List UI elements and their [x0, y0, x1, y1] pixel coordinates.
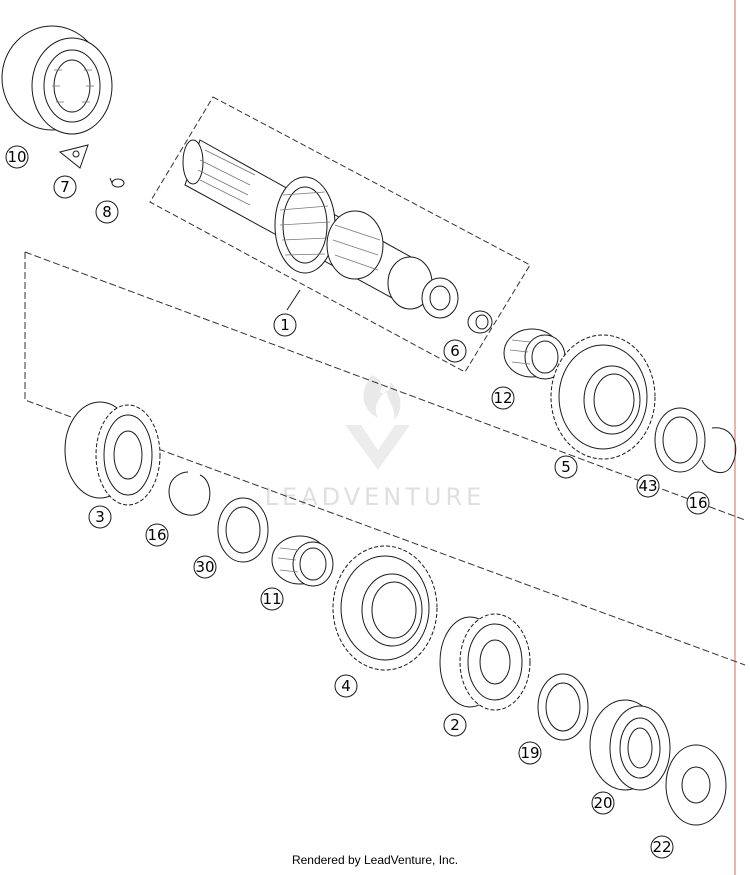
- callout-10[interactable]: 10: [5, 145, 29, 169]
- svg-text:10: 10: [7, 148, 26, 166]
- svg-text:22: 22: [652, 838, 671, 856]
- part-10-bearing: [1, 25, 113, 135]
- callout-5[interactable]: 5: [554, 455, 578, 479]
- part-6-sleeve: [467, 310, 493, 334]
- part-20-bearing: [589, 699, 671, 791]
- callout-4[interactable]: 4: [334, 674, 358, 698]
- callout-2[interactable]: 2: [443, 713, 467, 737]
- svg-text:20: 20: [593, 794, 612, 812]
- callout-7[interactable]: 7: [53, 175, 77, 199]
- svg-text:5: 5: [561, 458, 571, 476]
- part-3-gear: [64, 401, 161, 506]
- part-2-gear: [439, 613, 531, 711]
- part-7-lock-plate: [58, 144, 89, 169]
- svg-text:16: 16: [688, 494, 707, 512]
- callout-20[interactable]: 20: [591, 791, 615, 815]
- callout-22[interactable]: 22: [650, 835, 674, 859]
- part-16-circlip-right: [701, 427, 737, 473]
- part-43-thrust-washer: [654, 407, 706, 473]
- leadventure-watermark: LEADVENTURE: [265, 375, 486, 511]
- callout-8[interactable]: 8: [95, 200, 119, 224]
- callout-1[interactable]: 1: [273, 313, 297, 337]
- part-8-screw: [109, 177, 125, 188]
- svg-text:2: 2: [450, 716, 460, 734]
- svg-text:19: 19: [520, 744, 539, 762]
- callout-16-left[interactable]: 16: [145, 523, 169, 547]
- part-1-main-shaft: [182, 139, 459, 319]
- callout-30[interactable]: 30: [193, 555, 217, 579]
- watermark-text: LEADVENTURE: [265, 483, 486, 511]
- part-30-thrust-washer: [217, 497, 269, 563]
- callout-3[interactable]: 3: [88, 505, 112, 529]
- svg-text:11: 11: [262, 590, 281, 608]
- shaft-dashed-box: [149, 96, 531, 373]
- part-4-gear: [332, 545, 438, 671]
- callout-11[interactable]: 11: [260, 587, 284, 611]
- assembly-dashed-line-upper: [24, 251, 746, 521]
- svg-text:3: 3: [95, 508, 105, 526]
- callout-43[interactable]: 43: [636, 474, 660, 498]
- part-5-gear: [550, 334, 656, 460]
- callout-6[interactable]: 6: [443, 339, 467, 363]
- footer-credit: Rendered by LeadVenture, Inc.: [291, 853, 459, 867]
- svg-text:43: 43: [638, 477, 657, 495]
- svg-text:12: 12: [493, 389, 512, 407]
- callout-16-right[interactable]: 16: [686, 491, 710, 515]
- svg-text:4: 4: [341, 677, 351, 695]
- svg-text:7: 7: [60, 178, 70, 196]
- callout-12[interactable]: 12: [491, 386, 515, 410]
- svg-text:1: 1: [280, 316, 290, 334]
- part-16-circlip-left: [168, 471, 211, 516]
- part-11-needle-bearing: [271, 535, 334, 587]
- part-12-needle-bearing: [503, 328, 566, 380]
- svg-text:6: 6: [450, 342, 460, 360]
- svg-text:30: 30: [195, 558, 214, 576]
- part-19-shim: [537, 673, 589, 741]
- callout-19[interactable]: 19: [518, 741, 542, 765]
- svg-text:8: 8: [102, 203, 112, 221]
- svg-text:16: 16: [147, 526, 166, 544]
- part-22-washer: [665, 744, 727, 826]
